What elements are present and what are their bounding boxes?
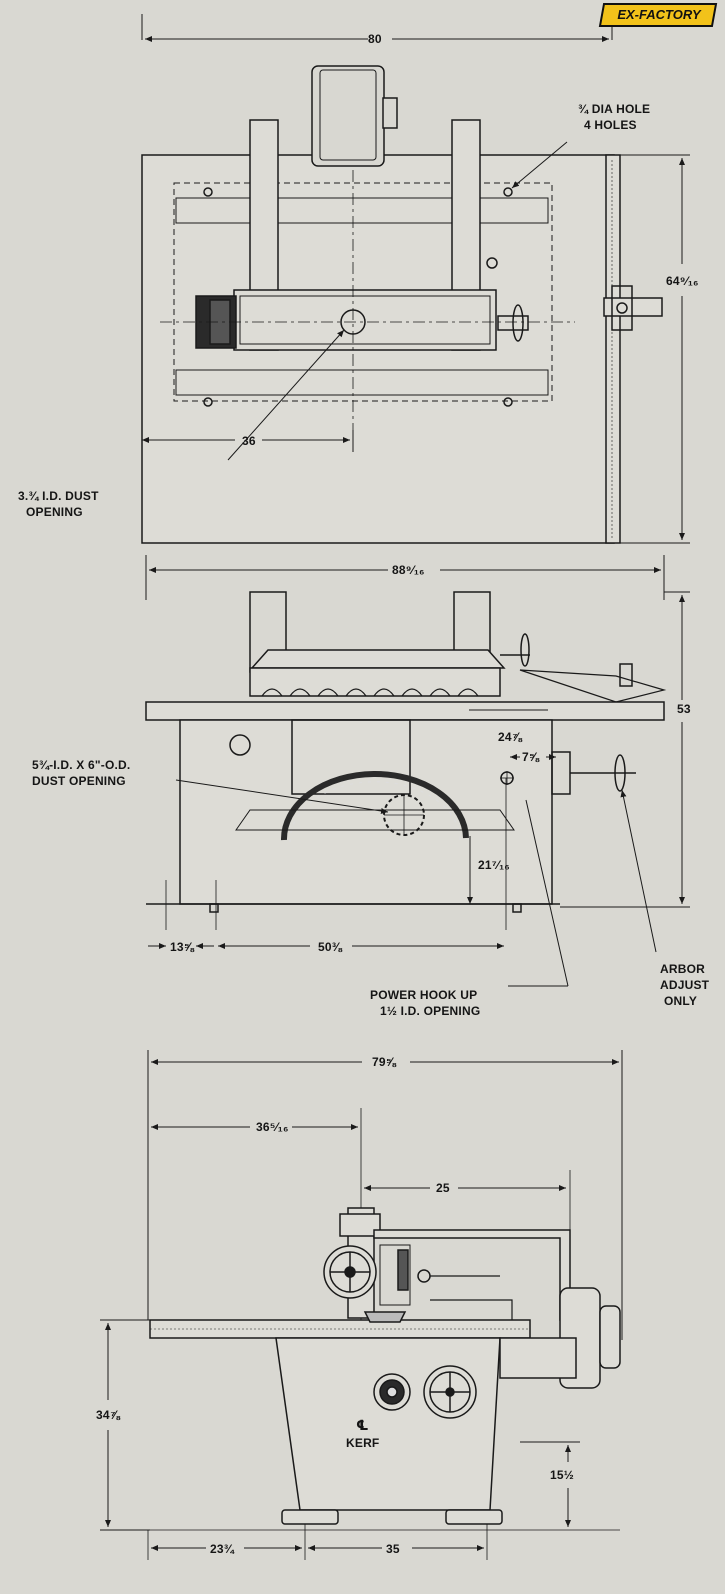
kerf-centerline-symbol: ℄ xyxy=(356,1417,369,1433)
kerf-label: KERF xyxy=(346,1436,380,1450)
arbor-note-line3: ONLY xyxy=(664,994,698,1008)
front-leg-height-dim: 15½ xyxy=(550,1468,574,1482)
side-dim-c: 21⁷⁄₁₆ xyxy=(478,858,510,872)
power-note-line2: 1½ I.D. OPENING xyxy=(380,1004,481,1018)
side-height-dim: 53 xyxy=(677,702,691,716)
side-base-left-dim: 13⅝ xyxy=(170,940,194,954)
top-dust-note-line1: 3.¾ I.D. DUST xyxy=(18,489,99,503)
front-base-width-dim: 35 xyxy=(386,1542,400,1556)
side-dust-note-line1: 5¾-I.D. X 6"-O.D. xyxy=(32,758,131,772)
top-view xyxy=(141,14,690,544)
arbor-note-line2: ADJUST xyxy=(660,978,710,992)
top-depth-dim: 64⁹⁄₁₆ xyxy=(666,274,699,288)
top-dust-offset-dim: 36 xyxy=(242,434,256,448)
arbor-note-line1: ARBOR xyxy=(660,962,705,976)
side-view xyxy=(145,555,690,987)
side-base-width-dim: 50⅜ xyxy=(318,940,342,954)
front-dim-left: 36⁵⁄₁₆ xyxy=(256,1120,289,1134)
top-dust-note-line2: OPENING xyxy=(26,505,83,519)
side-dim-a: 24⅞ xyxy=(498,730,522,744)
brand-logo-text: EX-FACTORY xyxy=(617,7,701,22)
front-dim-right: 25 xyxy=(436,1181,450,1195)
side-dust-note-line2: DUST OPENING xyxy=(32,774,126,788)
top-width-dim: 80 xyxy=(368,32,382,46)
side-dim-b: 7⅝ xyxy=(522,750,540,764)
front-width-dim: 79⅝ xyxy=(372,1055,396,1069)
front-view xyxy=(100,1050,623,1560)
hole-note-line1: ¾ DIA HOLE xyxy=(578,102,651,116)
power-note-line1: POWER HOOK UP xyxy=(370,988,478,1002)
side-width-dim: 88⁹⁄₁₆ xyxy=(392,563,425,577)
brand-logo: EX-FACTORY xyxy=(598,2,720,28)
front-base-left-dim: 23¾ xyxy=(210,1542,234,1556)
hole-note-line2: 4 HOLES xyxy=(584,118,637,132)
front-height-dim: 34⅞ xyxy=(96,1408,120,1422)
